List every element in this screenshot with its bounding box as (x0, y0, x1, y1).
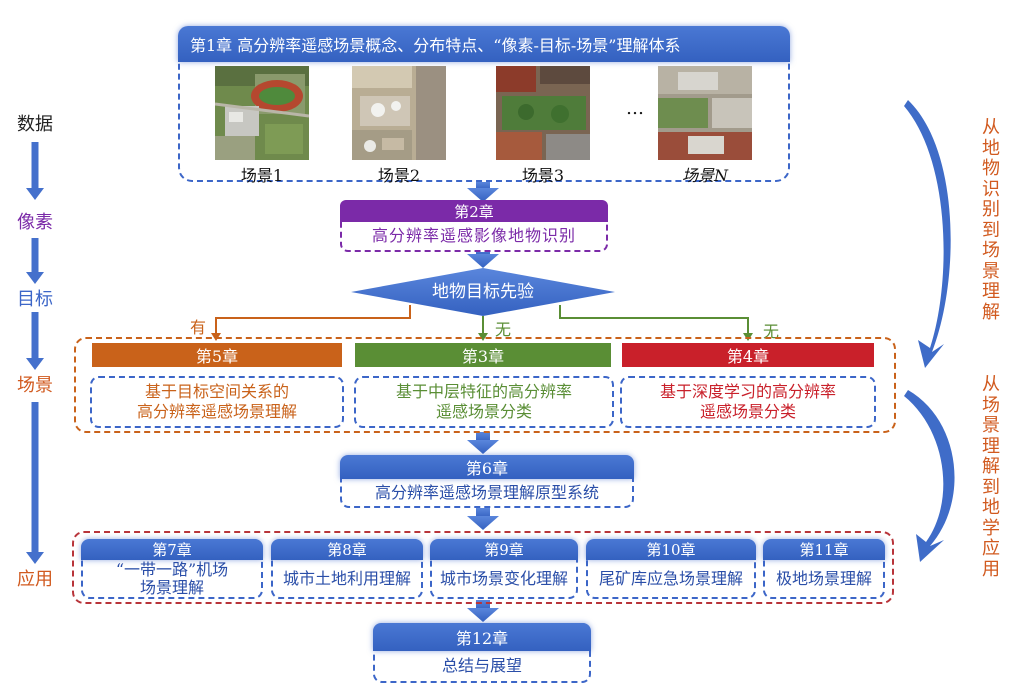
ch9-header: 第9章 (430, 539, 578, 560)
side-arrow-top (904, 100, 951, 368)
ch4-body: 基于深度学习的高分辨率 遥感场景分类 (659, 382, 836, 421)
ch8-body: 城市土地利用理解 (282, 569, 411, 588)
prior-diamond (351, 268, 615, 316)
level-pixel: 像素 (17, 212, 53, 233)
scene-level-group (74, 337, 896, 433)
ch6-header: 第6章 (340, 455, 634, 479)
ch5-body: 基于目标空间关系的 高分辨率遥感场景理解 (136, 382, 297, 421)
ch10-body: 尾矿库应急场景理解 (598, 569, 743, 588)
ch11-body: 极地场景理解 (775, 569, 872, 588)
prior-label: 地物目标先验 (432, 282, 534, 302)
ch12-header: 第12章 (373, 623, 591, 651)
level-data: 数据 (17, 114, 53, 135)
scene1-caption: 场景1 (240, 166, 284, 185)
scene3-image (496, 66, 590, 160)
sceneN-caption: 场景N (681, 166, 728, 185)
application-group (72, 531, 894, 604)
scenes-ellipsis: … (626, 98, 644, 119)
ch10-header: 第10章 (586, 539, 756, 560)
ch12-body: 总结与展望 (441, 656, 522, 675)
ch3-header: 第3章 (355, 343, 611, 367)
level-application: 应用 (17, 569, 53, 590)
flow-arrows (467, 182, 499, 622)
ch7-body: “一带一路”机场 场景理解 (115, 560, 229, 597)
ch8-header: 第8章 (271, 539, 423, 560)
ch4-box (620, 376, 876, 428)
ch6-body: 高分辨率遥感场景理解原型系统 (374, 482, 599, 502)
level-arrows (26, 142, 44, 564)
side-arrow-bottom (904, 390, 955, 562)
level-target: 目标 (17, 289, 53, 310)
ch3-body: 基于中层特征的高分辨率 遥感场景分类 (395, 382, 572, 421)
sceneN-image (658, 66, 752, 160)
ch4-header: 第4章 (622, 343, 874, 367)
branch-no-label-2: 无 (763, 322, 780, 341)
side-caption-top: 从地物识别到场景理解 (982, 117, 1000, 323)
ch2-body: 高分辨率遥感影像地物识别 (371, 226, 576, 245)
ch7-header: 第7章 (81, 539, 263, 560)
scene2-image (352, 66, 446, 160)
scene1-image (215, 66, 309, 160)
ch3-box (354, 376, 614, 428)
ch5-header: 第5章 (92, 343, 342, 367)
scene3-caption: 场景3 (521, 166, 565, 185)
ch9-body: 城市场景变化理解 (439, 569, 568, 588)
ch1-header: 第1章 高分辨率遥感场景概念、分布特点、“像素-目标-场景”理解体系 (178, 26, 790, 62)
branch-no-label-1: 无 (495, 320, 512, 339)
ch2-header: 第2章 (340, 200, 608, 222)
side-caption-bottom: 从场景理解到地学应用 (982, 374, 1000, 580)
ch5-box (90, 376, 344, 428)
scene2-caption: 场景2 (377, 166, 421, 185)
ch11-header: 第11章 (763, 539, 885, 560)
branch-yes-label: 有 (190, 318, 207, 337)
level-scene: 场景 (17, 375, 53, 396)
branch-lines (215, 305, 749, 336)
